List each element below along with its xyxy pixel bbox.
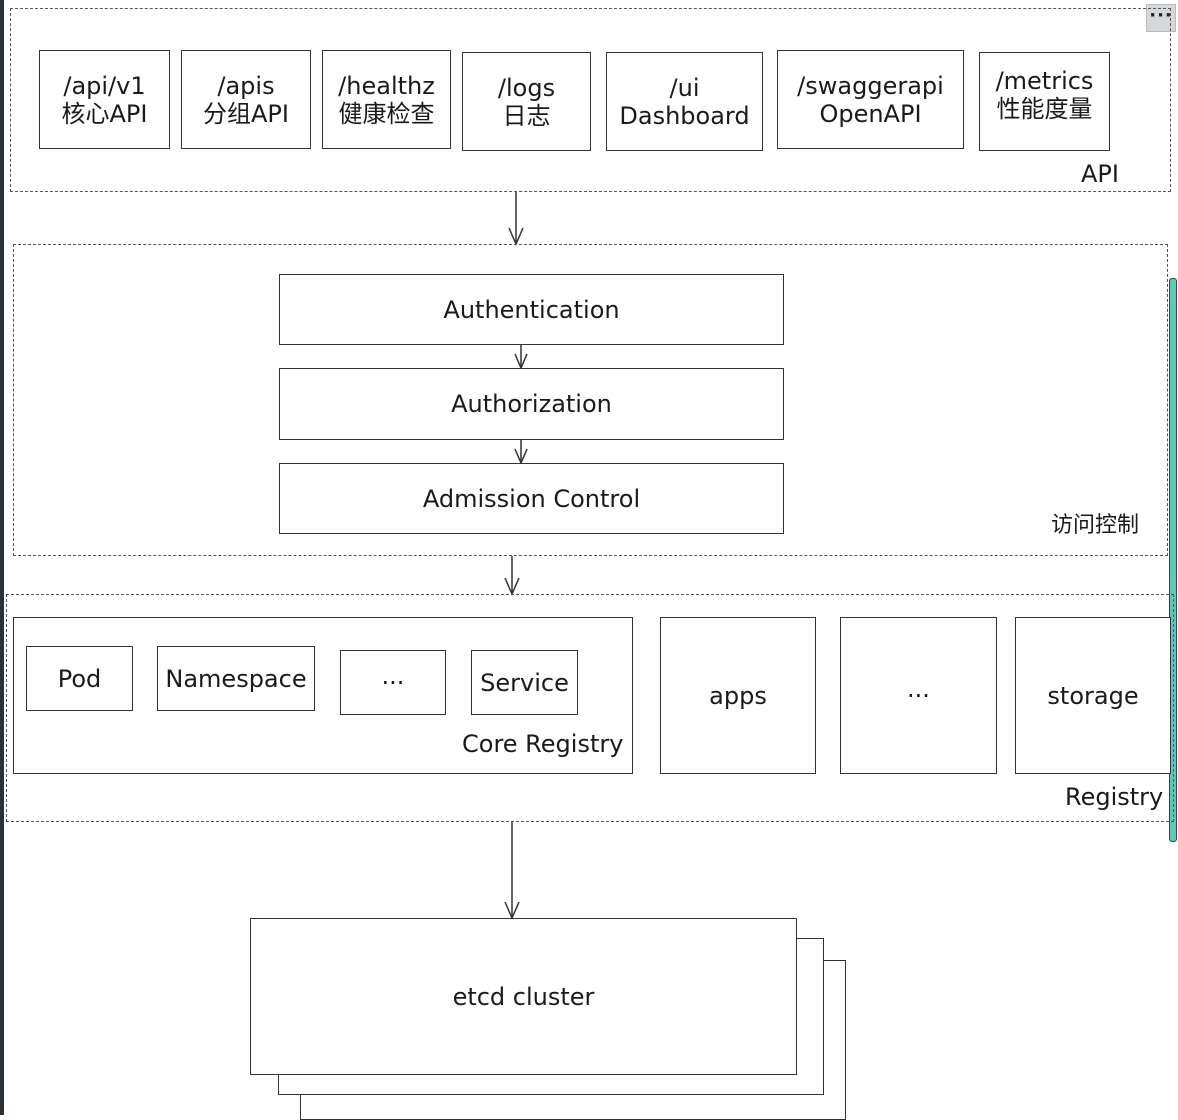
registry-item-namespace[interactable]: Namespace [157, 646, 315, 711]
endpoint-apis[interactable]: /apis 分组API [181, 50, 311, 149]
endpoint-swaggerapi[interactable]: /swaggerapi OpenAPI [777, 50, 964, 149]
registry-item-pod[interactable]: Pod [26, 646, 133, 711]
endpoint-desc: 日志 [502, 101, 551, 130]
endpoint-healthz[interactable]: /healthz 健康检查 [322, 50, 451, 149]
access-control-group [13, 244, 1168, 556]
endpoint-desc: 分组API [203, 99, 289, 128]
endpoint-path: /ui [669, 73, 700, 102]
endpoint-api-v1[interactable]: /api/v1 核心API [39, 50, 170, 149]
authorization-step[interactable]: Authorization [279, 368, 784, 440]
registry-group-label: Registry [1065, 783, 1164, 811]
endpoint-path: /swaggerapi [797, 71, 944, 100]
registry-group-apps[interactable]: apps [660, 617, 816, 774]
api-group [10, 8, 1171, 192]
endpoint-path: /logs [497, 73, 556, 102]
authentication-step[interactable]: Authentication [279, 274, 784, 345]
endpoint-path: /metrics [995, 67, 1094, 95]
registry-item-service[interactable]: Service [471, 650, 578, 715]
endpoint-path: /apis [217, 71, 275, 100]
window-edge [0, 0, 4, 1115]
endpoint-logs[interactable]: /logs 日志 [462, 52, 591, 151]
endpoint-desc: 健康检查 [338, 99, 435, 128]
core-registry-label: Core Registry [462, 730, 624, 758]
endpoint-desc: Dashboard [619, 101, 750, 130]
endpoint-path: /healthz [338, 71, 435, 100]
access-control-label: 访问控制 [1051, 513, 1140, 538]
scrollbar[interactable] [1169, 278, 1177, 842]
endpoint-path: /api/v1 [63, 71, 146, 100]
registry-group-storage[interactable]: storage [1015, 617, 1171, 774]
endpoint-desc: OpenAPI [819, 99, 922, 128]
etcd-cluster[interactable]: etcd cluster [250, 918, 797, 1075]
endpoint-metrics[interactable]: /metrics 性能度量 [979, 52, 1110, 151]
endpoint-ui[interactable]: /ui Dashboard [606, 52, 763, 151]
registry-group-more[interactable]: ··· [840, 617, 997, 774]
admission-control-step[interactable]: Admission Control [279, 463, 784, 534]
registry-item-more[interactable]: ··· [340, 650, 446, 715]
endpoint-desc: 性能度量 [996, 95, 1093, 123]
registry-group [6, 594, 1174, 822]
api-group-label: API [1081, 160, 1119, 188]
endpoint-desc: 核心API [61, 99, 148, 128]
